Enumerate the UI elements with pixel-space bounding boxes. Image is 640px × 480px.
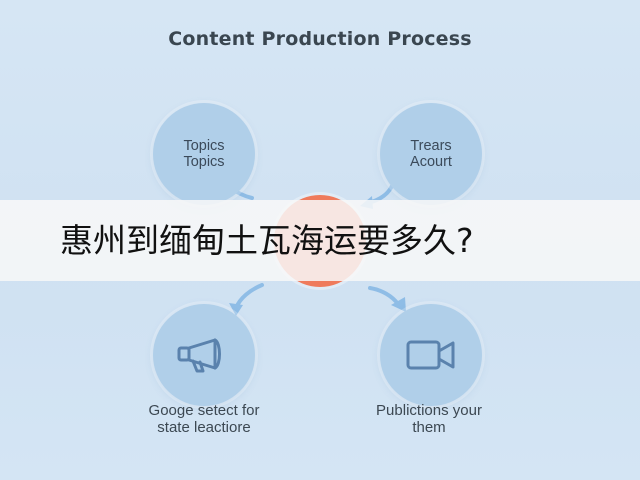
caption-publictions-line2: them: [412, 419, 446, 436]
node-trears-line2: Acourt: [410, 154, 452, 170]
caption-googe: Googe setect for state leactiore: [84, 402, 324, 436]
node-publictions: [380, 304, 482, 406]
arrow-to-publictions-head: [391, 297, 406, 312]
megaphone-icon: [177, 338, 221, 373]
caption-publictions-line1: Publictions your: [376, 402, 482, 419]
video-camera-icon: [406, 340, 455, 370]
overlay-banner: [0, 200, 640, 281]
node-googe: [153, 304, 255, 406]
node-topics-line2: Topics: [183, 154, 225, 170]
node-trears-line1: Trears: [410, 138, 452, 154]
caption-googe-line1: Googe setect for: [148, 402, 260, 419]
arrow-to-googe-head: [229, 303, 243, 316]
node-trears: Trears Acourt: [380, 103, 482, 205]
arrow-to-googe: [234, 283, 264, 310]
node-topics: Topics Topics: [153, 103, 255, 205]
caption-googe-line2: state leactiore: [157, 419, 251, 436]
arrow-to-publictions: [368, 286, 400, 306]
diagram-title: Content Production Process: [168, 28, 472, 50]
overlay-banner-text: 惠州到缅甸土瓦海运要多久?: [60, 221, 474, 260]
caption-publictions: Publictions your them: [309, 402, 549, 436]
node-topics-line1: Topics: [183, 138, 225, 154]
